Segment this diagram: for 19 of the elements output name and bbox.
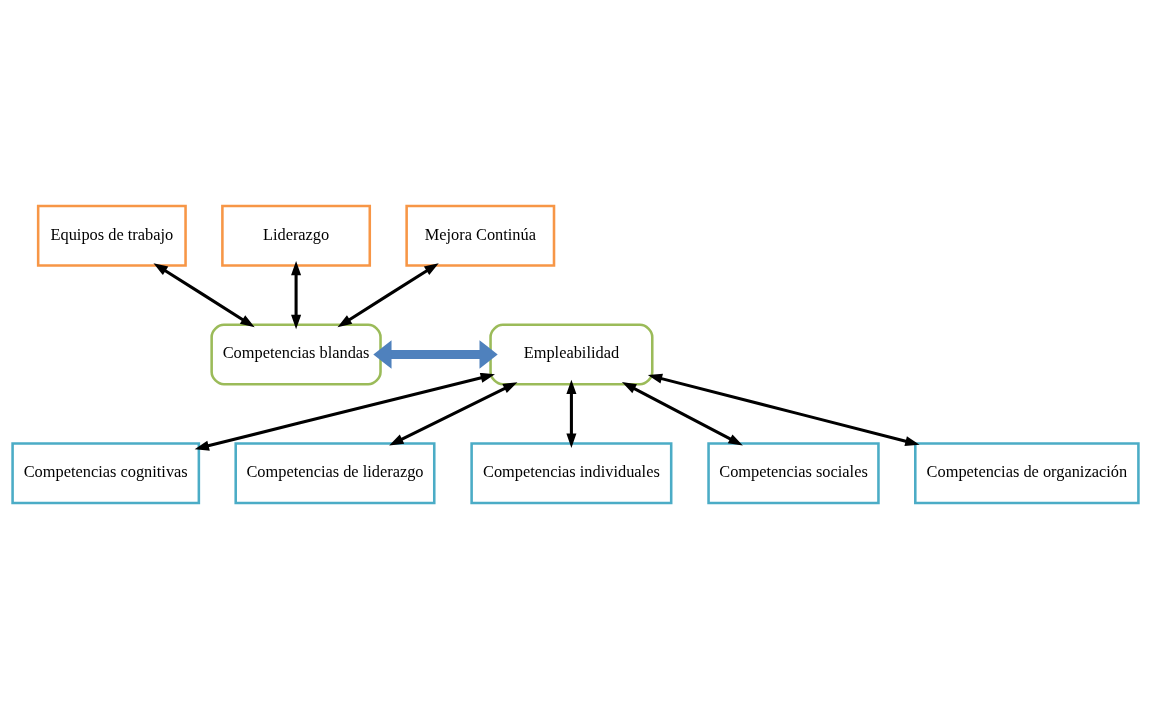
arrow bbox=[373, 339, 498, 369]
arrow bbox=[194, 372, 495, 451]
node-box: Empleabilidad bbox=[489, 323, 654, 385]
node-box: Competencias de liderazgo bbox=[234, 441, 436, 504]
arrow bbox=[647, 373, 920, 446]
arrow bbox=[291, 260, 302, 329]
node-box: Competencias blandas bbox=[210, 323, 382, 385]
node-box: Liderazgo bbox=[221, 204, 372, 267]
node-box: Competencias de organización bbox=[914, 441, 1140, 504]
node-box: Competencias sociales bbox=[707, 441, 880, 504]
arrow bbox=[153, 262, 255, 327]
arrow bbox=[566, 379, 577, 448]
arrow bbox=[337, 262, 439, 327]
node-box: Competencias cognitivas bbox=[11, 441, 201, 504]
node-box: Equipos de trabajo bbox=[36, 204, 187, 267]
arrow bbox=[389, 381, 518, 445]
node-box: Mejora Continúa bbox=[405, 204, 556, 267]
arrow bbox=[621, 381, 743, 446]
node-box: Competencias individuales bbox=[470, 441, 673, 504]
